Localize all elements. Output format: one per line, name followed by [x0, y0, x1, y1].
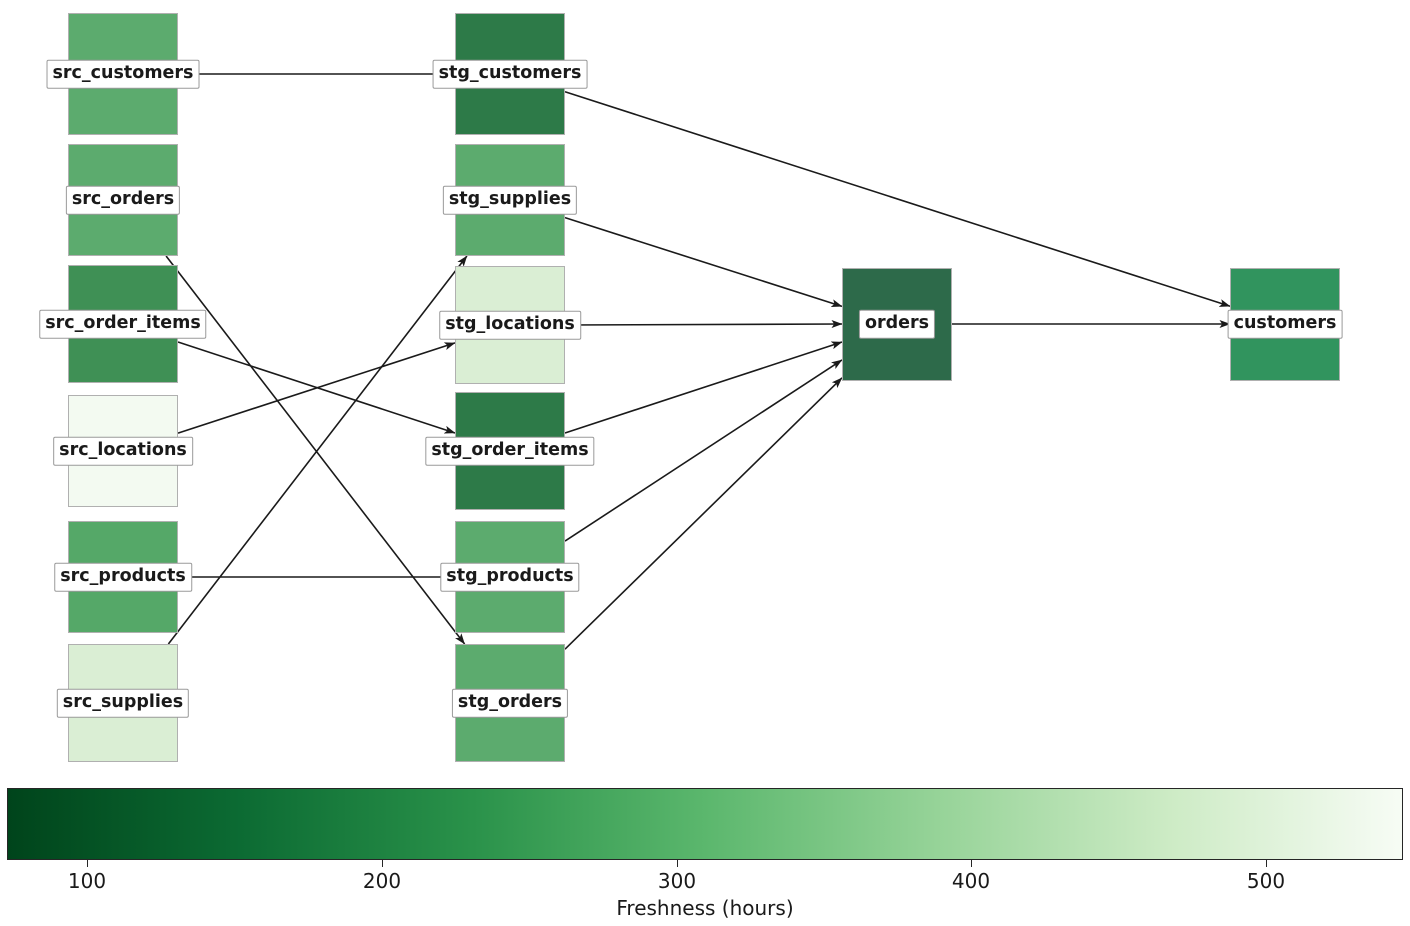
node-label-src_orders: src_orders — [65, 185, 181, 215]
node-label-stg_locations: stg_locations — [439, 310, 581, 340]
edge-stg_orders-to-orders — [564, 377, 843, 650]
node-label-src_order_items: src_order_items — [39, 309, 207, 339]
edge-stg_locations-to-orders — [564, 320, 843, 329]
node-label-stg_orders: stg_orders — [451, 688, 569, 718]
colorbar-tick-mark — [971, 860, 972, 867]
edge-group — [165, 73, 1231, 650]
colorbar-tick-mark — [677, 860, 678, 867]
node-label-stg_supplies: stg_supplies — [442, 185, 578, 215]
node-label-orders: orders — [858, 309, 936, 339]
edge-stg_supplies-to-orders — [564, 216, 843, 308]
colorbar-tick-label: 200 — [362, 869, 402, 893]
colorbar-ticks: 100 200 300 400 500 — [0, 860, 1410, 920]
node-label-src_products: src_products — [54, 562, 192, 592]
node-label-stg_products: stg_products — [440, 562, 580, 592]
colorbar — [7, 788, 1403, 860]
colorbar-title: Freshness (hours) — [616, 896, 794, 920]
edge-src_orders-to-stg_orders — [165, 255, 466, 645]
node-label-customers: customers — [1227, 309, 1343, 339]
edge-stg_order_items-to-orders — [564, 341, 843, 434]
edge-stg_products-to-orders — [564, 359, 843, 542]
edge-src_order_items-to-stg_order_items — [177, 341, 456, 434]
colorbar-tick-label: 300 — [657, 869, 697, 893]
edge-src_supplies-to-stg_supplies — [167, 255, 468, 645]
colorbar-tick-label: 500 — [1246, 869, 1286, 893]
edge-layer — [165, 73, 1231, 650]
colorbar-tick-mark — [1266, 860, 1267, 867]
colorbar-tick-label: 400 — [951, 869, 991, 893]
colorbar-tick-label: 100 — [67, 869, 107, 893]
node-label-stg_order_items: stg_order_items — [425, 436, 595, 466]
edge-src_locations-to-stg_locations — [177, 342, 456, 434]
colorbar-tick-mark — [382, 860, 383, 867]
node-label-src_locations: src_locations — [53, 436, 193, 466]
colorbar-tick-mark — [87, 860, 88, 867]
colorbar-gradient — [7, 788, 1403, 860]
node-label-src_customers: src_customers — [46, 59, 200, 89]
node-label-stg_customers: stg_customers — [432, 59, 588, 89]
node-label-src_supplies: src_supplies — [56, 688, 190, 718]
